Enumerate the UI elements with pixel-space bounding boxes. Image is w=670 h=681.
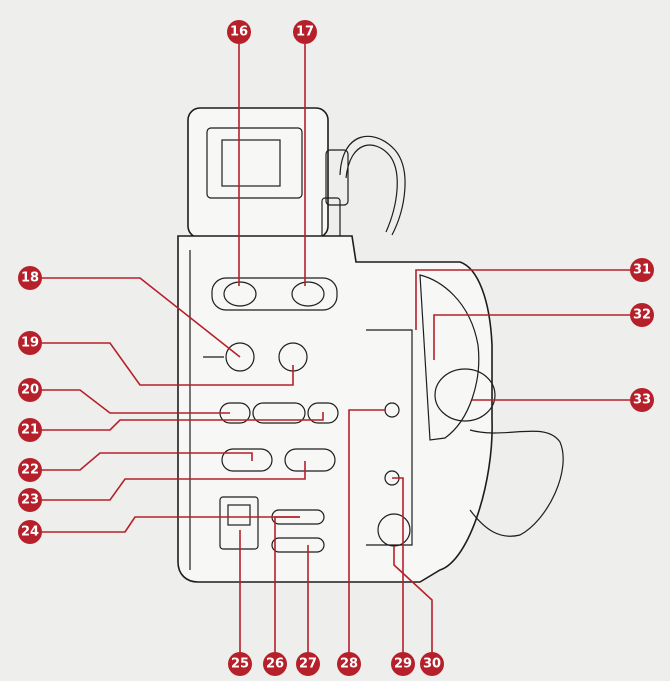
callout-17: 17 [293,20,317,44]
callout-32: 32 [630,303,654,327]
strap-loop [339,135,406,236]
knob-16[interactable] [223,281,257,307]
svg-text:33: 33 [633,393,651,408]
svg-text:21: 21 [21,423,39,438]
svg-text:29: 29 [394,657,412,672]
viewfinder-eyepiece [206,127,303,199]
button-17[interactable] [291,281,325,307]
callout-badges: 16 17 18 19 20 21 22 23 24 25 26 27 28 2… [18,20,654,676]
callout-26: 26 [263,652,287,676]
svg-text:16: 16 [230,25,248,40]
svg-text:17: 17 [296,25,314,40]
button-21[interactable] [252,402,306,424]
camcorder-illustration [177,107,564,583]
button-18[interactable] [225,342,255,372]
callout-21: 21 [18,418,42,442]
callout-24: 24 [18,520,42,544]
callout-23: 23 [18,488,42,512]
svg-text:23: 23 [21,493,39,508]
callout-28: 28 [337,652,361,676]
svg-text:28: 28 [340,657,358,672]
callout-31: 31 [630,258,654,282]
svg-text:19: 19 [21,336,39,351]
svg-text:31: 31 [633,263,651,278]
callout-27: 27 [296,652,320,676]
button-22[interactable] [307,402,339,424]
svg-text:22: 22 [21,463,39,478]
callout-29: 29 [391,652,415,676]
top-switch-housing [211,277,338,311]
callout-18: 18 [18,266,42,290]
svg-text:25: 25 [231,657,249,672]
button-23[interactable] [221,448,273,472]
svg-text:18: 18 [21,271,39,286]
svg-text:27: 27 [299,657,317,672]
callout-33: 33 [630,388,654,412]
switch-27[interactable] [271,537,325,553]
callout-22: 22 [18,458,42,482]
svg-text:32: 32 [633,308,651,323]
svg-text:24: 24 [21,525,39,540]
rear-panel [177,235,493,583]
callout-19: 19 [18,331,42,355]
speaker-grille [434,368,496,422]
leader-lines [42,44,632,660]
svg-text:30: 30 [423,657,441,672]
svg-text:26: 26 [266,657,284,672]
callout-25: 25 [228,652,252,676]
button-24[interactable] [284,448,336,472]
callout-30: 30 [420,652,444,676]
svg-text:20: 20 [21,383,39,398]
slide-switch-25[interactable] [219,496,259,550]
callout-20: 20 [18,378,42,402]
callout-16: 16 [227,20,251,44]
battery-grip [419,274,480,441]
